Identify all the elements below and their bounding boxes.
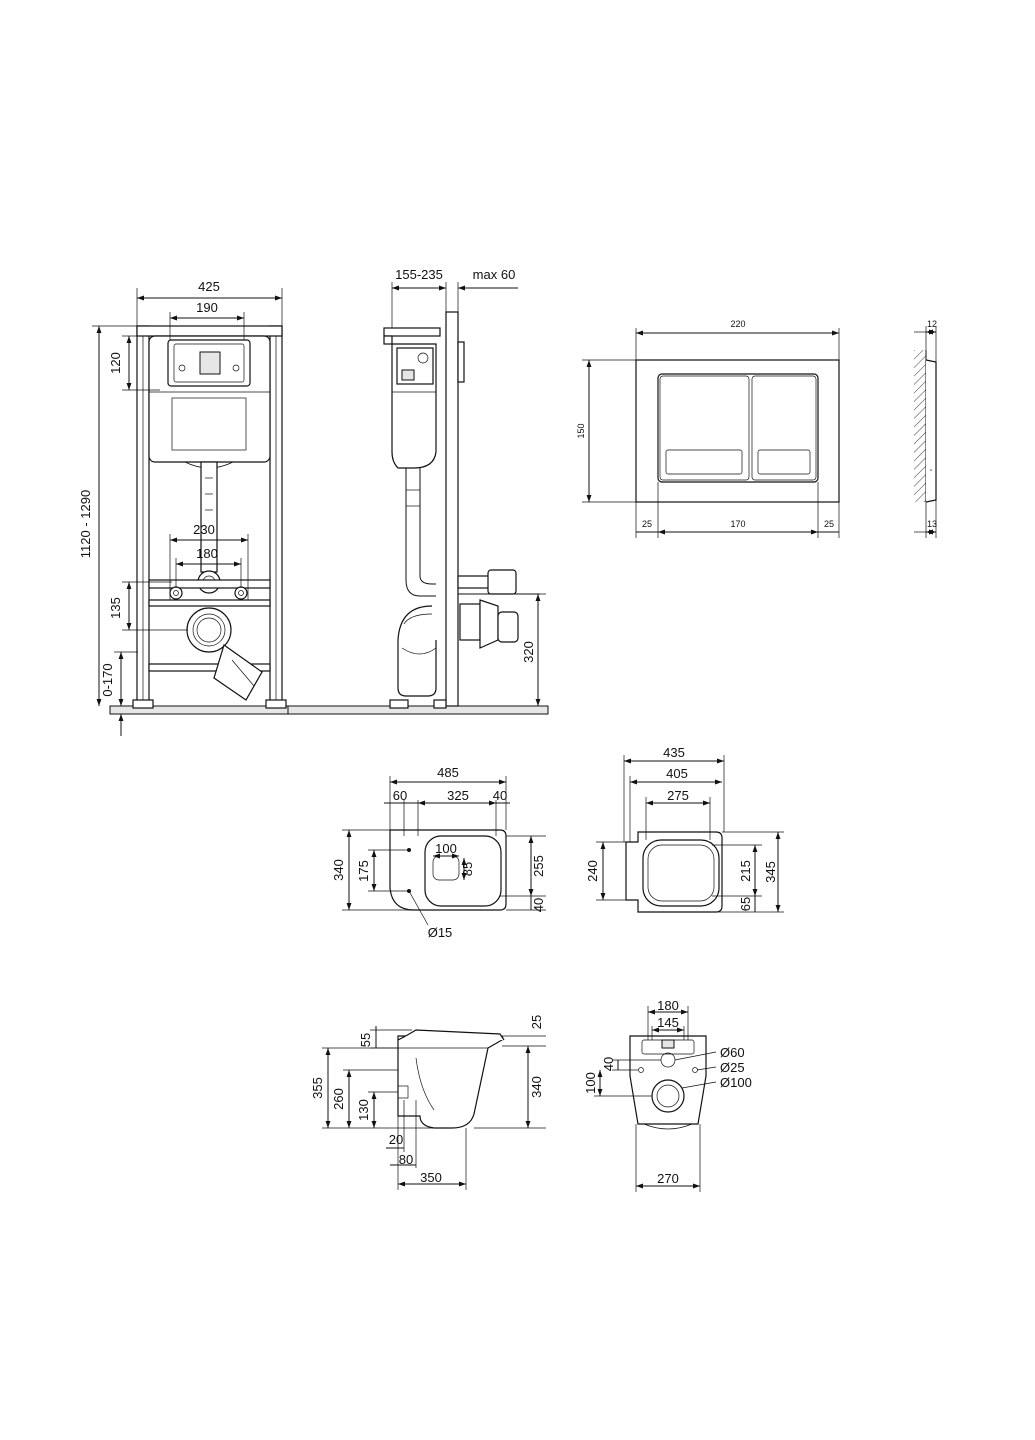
bowl-back-view: 180 145 40 100 Ø60 Ø25 Ø100 270 [583, 998, 752, 1192]
dim-button-thickness: 12 [927, 319, 937, 329]
dim-seat-total-width: 345 [763, 861, 778, 883]
dim-bolts-height: 135 [108, 597, 123, 619]
dim-button-width: 220 [730, 319, 745, 329]
dim-button-margin-left: 25 [642, 519, 652, 529]
dim-bolts-inner: 180 [196, 546, 218, 561]
dim-back-dia-100: Ø100 [720, 1075, 752, 1090]
dim-feet-height: 0-170 [100, 663, 115, 696]
dim-bowl-front-height: 340 [529, 1076, 544, 1098]
dim-bolt-diameter: Ø15 [428, 925, 453, 940]
seat-top-view: 435 405 275 240 215 65 345 [585, 745, 784, 913]
dim-button-margin-right: 25 [824, 519, 834, 529]
dim-top-height: 120 [108, 352, 123, 374]
dim-back-height-40: 40 [601, 1057, 616, 1071]
dim-hole-height: 85 [460, 862, 475, 876]
dim-bowl-front: 40 [493, 788, 507, 803]
dim-seat-thickness: 25 [529, 1015, 544, 1029]
dim-hole-width: 100 [435, 841, 457, 856]
bowl-side-view: 25 55 355 260 130 340 20 80 350 [310, 1015, 546, 1190]
dim-rim-height: 55 [358, 1033, 373, 1047]
dim-back-width-145: 145 [657, 1015, 679, 1030]
dim-button-depth: 13 [927, 519, 937, 529]
bowl-top-view: 485 60 325 40 340 175 100 85 255 40 [331, 765, 546, 940]
dim-outlet-level: 260 [331, 1088, 346, 1110]
dim-back-width-270: 270 [657, 1171, 679, 1186]
dim-outlet-offset: 20 [389, 1132, 403, 1147]
flush-button-side-view: 12 13 [914, 319, 937, 538]
dim-bowl-height: 355 [310, 1077, 325, 1099]
dim-inlet-level: 130 [356, 1099, 371, 1121]
frame-side-view: 155-235 max 60 320 [287, 267, 549, 715]
dim-seat-length: 405 [666, 766, 688, 781]
dim-bolts-outer: 230 [193, 522, 215, 537]
dim-bowl-side-length: 350 [420, 1170, 442, 1185]
dim-button-inner: 170 [730, 519, 745, 529]
dim-bowl-length: 485 [437, 765, 459, 780]
dim-back-width-180: 180 [657, 998, 679, 1013]
dim-seat-inner-width: 215 [738, 860, 753, 882]
dim-total-height: 1120 - 1290 [78, 490, 93, 558]
dim-button-height: 150 [576, 423, 586, 438]
dim-back-dia-60: Ø60 [720, 1045, 745, 1060]
dim-bowl-offset: 40 [531, 898, 546, 912]
dim-wall-thickness: max 60 [473, 267, 516, 282]
flush-button-view: 220 150 25 170 25 [576, 319, 840, 538]
dim-back-dia-25: Ø25 [720, 1060, 745, 1075]
dim-seat-total-length: 435 [663, 745, 685, 760]
dim-seat-inner-length: 275 [667, 788, 689, 803]
dim-seat-width: 240 [585, 860, 600, 882]
dim-bowl-mid: 325 [447, 788, 469, 803]
dim-back-height-100: 100 [583, 1072, 598, 1094]
dim-frame-depth: 155-235 [395, 267, 443, 282]
frame-front-view: 425 190 120 1120 - 1290 230 180 135 0 [78, 279, 289, 736]
dim-bolt-spacing: 175 [356, 860, 371, 882]
dim-outlet-height: 320 [521, 641, 536, 663]
dim-frame-width: 425 [198, 279, 220, 294]
dim-seat-offset: 65 [738, 897, 753, 911]
dim-bowl-inner-width: 255 [531, 855, 546, 877]
dim-bowl-back: 60 [393, 788, 407, 803]
dim-bowl-width: 340 [331, 859, 346, 881]
dim-panel-width: 190 [196, 300, 218, 315]
dim-inlet-offset: 80 [399, 1152, 413, 1167]
